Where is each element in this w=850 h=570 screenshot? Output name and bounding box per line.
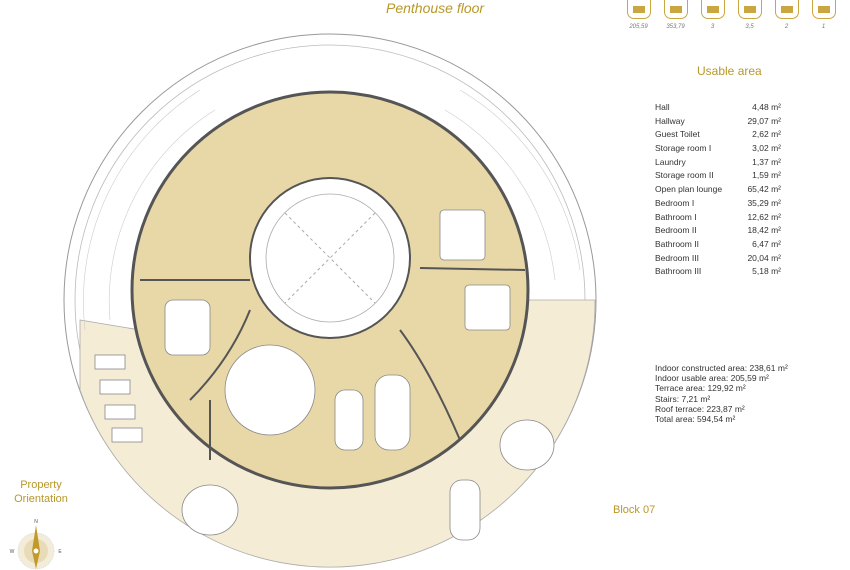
stat-bedrooms: 3 bbox=[694, 0, 731, 30]
property-stats: 205,59 353,79 3 3,5 2 1 bbox=[620, 0, 842, 30]
stat-parking: 2 bbox=[768, 0, 805, 30]
compass-icon: N W E bbox=[10, 519, 62, 570]
svg-text:N: N bbox=[34, 519, 38, 525]
stat-storage: 1 bbox=[805, 0, 842, 30]
stat-bathrooms: 3,5 bbox=[731, 0, 768, 30]
svg-text:W: W bbox=[10, 549, 15, 555]
usable-area-title: Usable area bbox=[697, 64, 762, 78]
bathtub-icon bbox=[737, 0, 762, 19]
indoor-area-icon bbox=[626, 0, 651, 19]
roof-slats bbox=[83, 89, 581, 331]
stat-indoor-area: 205,59 bbox=[620, 0, 657, 30]
total-area-icon bbox=[663, 0, 688, 19]
floor-plan bbox=[63, 33, 597, 568]
stat-total-area: 353,79 bbox=[657, 0, 694, 30]
parking-icon bbox=[774, 0, 799, 19]
area-totals: Indoor constructed area: 238,61 m² Indoo… bbox=[655, 363, 788, 425]
page-title: Penthouse floor bbox=[386, 0, 485, 16]
svg-text:E: E bbox=[58, 549, 62, 555]
block-label: Block 07 bbox=[613, 504, 656, 516]
orientation-label: Property Orientation bbox=[14, 479, 68, 505]
storage-icon bbox=[811, 0, 836, 19]
bed-icon bbox=[700, 0, 725, 19]
